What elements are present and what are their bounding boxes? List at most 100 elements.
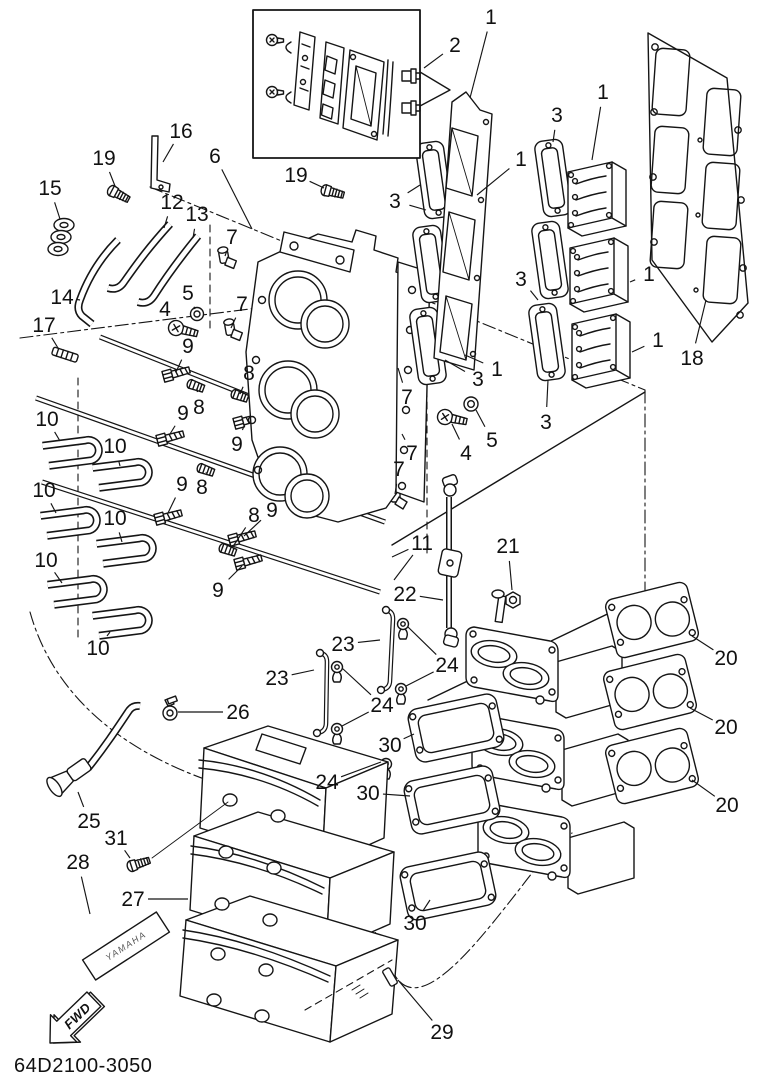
- callout-3: 3: [472, 368, 484, 391]
- callout-leader: [691, 635, 714, 651]
- callout-leader: [357, 639, 381, 643]
- callout-leader: [407, 184, 421, 194]
- callout-3: 3: [389, 190, 401, 213]
- bracket-16: [150, 135, 171, 193]
- hoses-12-13-14: [74, 221, 202, 328]
- callout-leader: [546, 379, 549, 408]
- callout-leader: [476, 168, 510, 196]
- carburetor-stack: [465, 589, 635, 895]
- callout-30: 30: [403, 912, 426, 935]
- clamp-26: [162, 695, 178, 721]
- callout-leader: [444, 359, 466, 373]
- callout-leader: [464, 354, 484, 364]
- callout-8: 8: [248, 504, 260, 527]
- reed-valve-blocks-1: [567, 161, 631, 389]
- callout-24: 24: [315, 771, 339, 794]
- grommet-15: [47, 217, 75, 257]
- callout-leader: [124, 849, 131, 859]
- reed-plate-1: [433, 91, 493, 371]
- callout-11: 11: [411, 532, 433, 555]
- callout-5: 5: [182, 282, 194, 305]
- callout-leader: [51, 337, 59, 349]
- callout-21: 21: [496, 535, 519, 558]
- callout-26: 26: [226, 701, 249, 724]
- fuel-hoses-10: [41, 430, 156, 644]
- flange-bolts-19: [105, 183, 346, 206]
- callout-10: 10: [103, 435, 126, 458]
- callout-leader: [193, 306, 196, 310]
- callout-8: 8: [193, 396, 205, 419]
- callout-28: 28: [66, 851, 89, 874]
- callout-6: 6: [209, 145, 221, 168]
- callout-1: 1: [515, 148, 527, 171]
- link-rod-22: [437, 474, 463, 648]
- callout-leader: [409, 204, 427, 211]
- callout-leader: [50, 503, 57, 514]
- callout-leader: [54, 431, 61, 442]
- callout-23: 23: [331, 633, 354, 656]
- callout-leader: [54, 571, 63, 584]
- callout-7: 7: [406, 442, 418, 465]
- callout-leader: [552, 129, 556, 143]
- callout-29: 29: [430, 1021, 453, 1044]
- callout-leader: [423, 53, 444, 69]
- callout-leader: [80, 876, 91, 915]
- callout-20: 20: [715, 794, 738, 817]
- callout-7: 7: [236, 293, 248, 316]
- callout-18: 18: [680, 347, 703, 370]
- callout-leader: [451, 423, 460, 440]
- callout-10: 10: [35, 408, 58, 431]
- callout-30: 30: [356, 782, 379, 805]
- callout-9: 9: [176, 473, 188, 496]
- callout-leader: [341, 711, 369, 727]
- callout-5: 5: [486, 429, 498, 452]
- callout-19: 19: [284, 164, 307, 187]
- callout-leader: [475, 409, 486, 428]
- callout-10: 10: [103, 507, 126, 530]
- callout-leader: [77, 791, 85, 808]
- gaskets-30: [397, 691, 507, 923]
- callout-leader: [221, 169, 253, 230]
- callout-22: 22: [393, 583, 416, 606]
- inset-reed-detail-box: [252, 9, 421, 159]
- callout-1: 1: [485, 6, 497, 29]
- breather-hose-25: [46, 701, 141, 798]
- callout-7: 7: [401, 386, 413, 409]
- callout-leader: [691, 779, 716, 797]
- callout-20: 20: [714, 647, 737, 670]
- callout-30: 30: [378, 734, 401, 757]
- callout-leader: [108, 171, 116, 187]
- callout-leader: [192, 228, 196, 239]
- callout-leader: [243, 519, 262, 537]
- gaskets-20: [601, 580, 701, 806]
- gasket-column-right-3: [527, 137, 573, 383]
- callout-leader: [175, 359, 183, 373]
- callout-13: 13: [185, 203, 208, 226]
- callout-leader: [407, 626, 437, 655]
- callout-leader: [529, 290, 539, 301]
- callout-27: 27: [121, 888, 144, 911]
- callout-leader: [469, 31, 488, 99]
- callout-leader: [391, 548, 409, 558]
- callout-24: 24: [435, 654, 459, 677]
- decal-28: YAMAHA: [81, 911, 171, 981]
- intake-silencer-27: [179, 725, 399, 1043]
- callout-leader: [508, 560, 513, 591]
- fwd-arrow: FWD: [49, 991, 106, 1044]
- callout-leader: [403, 733, 415, 740]
- callout-leader: [118, 532, 123, 543]
- callout-10: 10: [86, 637, 109, 660]
- callout-leader: [382, 793, 411, 797]
- callout-leader: [54, 202, 61, 220]
- callout-leader: [393, 554, 414, 581]
- callout-9: 9: [212, 579, 224, 602]
- callout-1: 1: [652, 329, 664, 352]
- callout-leader: [394, 483, 398, 495]
- callout-leader: [340, 761, 382, 778]
- callout-leader: [239, 386, 244, 395]
- callout-1: 1: [643, 263, 655, 286]
- callout-leader: [309, 180, 325, 189]
- callout-9: 9: [177, 402, 189, 425]
- callout-3: 3: [540, 411, 552, 434]
